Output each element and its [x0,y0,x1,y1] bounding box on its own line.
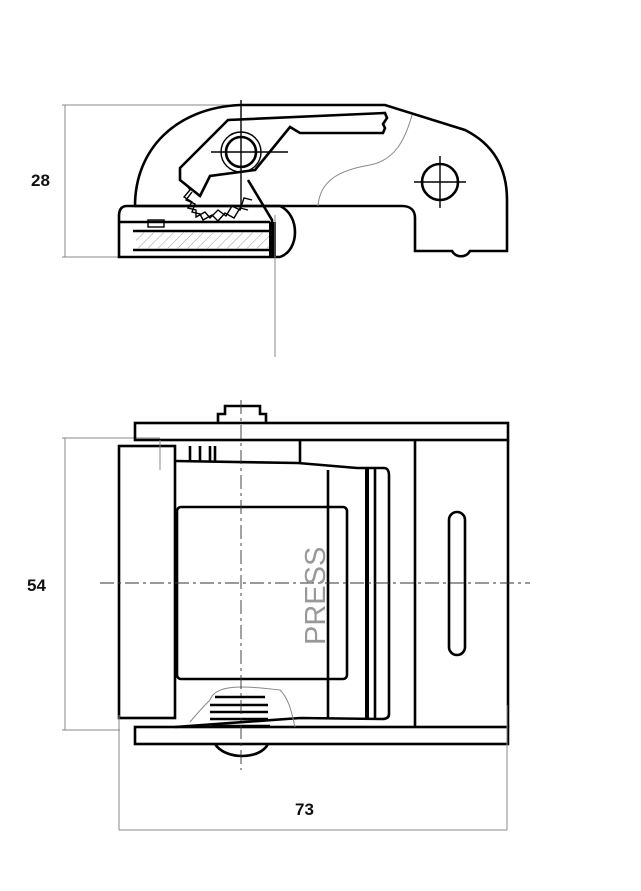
dimension-28: 28 [31,171,50,190]
tab [147,219,165,228]
slot [447,510,467,657]
dimension-54: 54 [27,576,46,595]
spring [246,179,274,240]
top-rail [133,421,510,442]
dimension-73: 73 [295,800,314,819]
top-view: PRESS [62,400,530,831]
hatched-section [136,232,270,249]
base-plate [117,204,297,259]
cam-lever [178,111,389,199]
press-label: PRESS [300,547,332,645]
roller [117,444,177,720]
bottom-rail [133,725,510,746]
side-view [62,100,509,357]
buckle-body-outline [133,103,509,258]
press-button[interactable] [175,505,349,681]
